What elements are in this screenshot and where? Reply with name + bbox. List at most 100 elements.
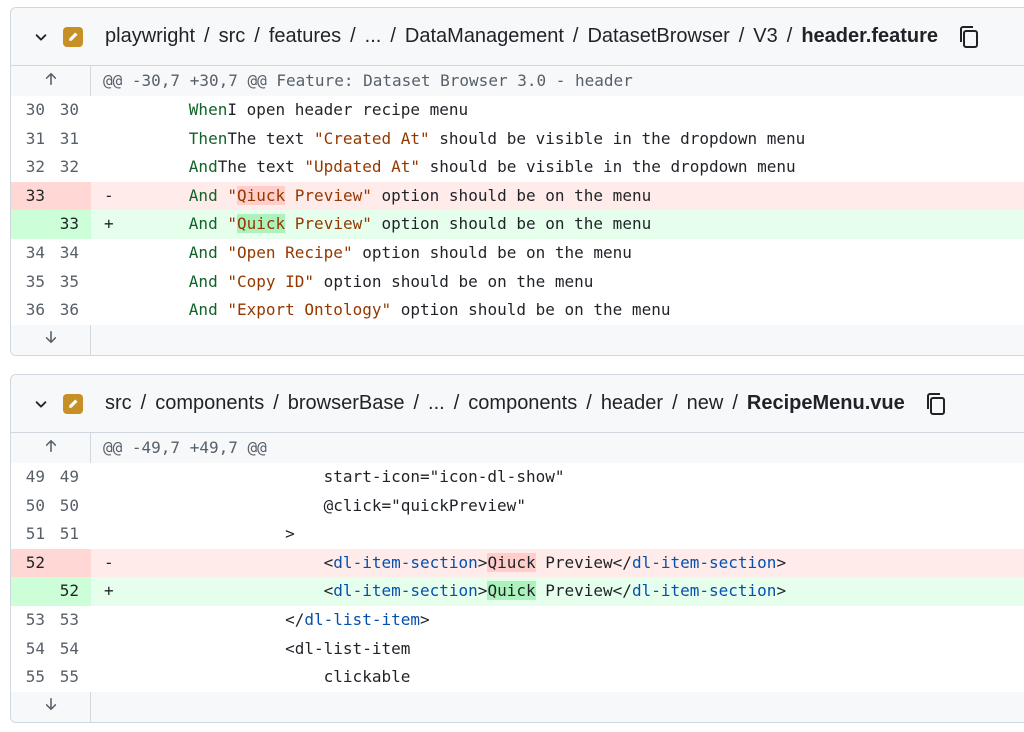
old-line-number[interactable]: 49 — [25, 467, 45, 486]
old-line-number[interactable]: 34 — [25, 242, 45, 262]
path-segment[interactable]: DataManagement — [404, 25, 564, 47]
code-token: dl-item-section — [631, 581, 777, 601]
path-segment[interactable]: components — [155, 392, 265, 414]
new-line-number[interactable]: 49 — [59, 467, 79, 486]
path-segment[interactable]: ... — [428, 392, 445, 414]
new-line-number[interactable]: 50 — [59, 495, 79, 515]
new-line-number[interactable]: 33 — [59, 214, 79, 234]
path-segment[interactable]: ... — [364, 25, 382, 47]
old-line-number[interactable]: 54 — [25, 638, 45, 658]
new-line-number[interactable] — [51, 182, 91, 211]
code-token: dl-list-item — [304, 609, 420, 629]
diff-marker — [91, 153, 131, 182]
path-separator: / — [413, 392, 420, 414]
diff-line: 49 49 start-icon="icon-dl-show" — [11, 463, 1024, 492]
new-line-number[interactable]: 34 — [59, 242, 79, 262]
new-line-number[interactable]: 51 — [59, 524, 79, 544]
old-line-number[interactable]: 36 — [25, 300, 45, 320]
expand-footer-fill — [91, 691, 1024, 722]
line-numbers: 35 35 — [11, 267, 91, 297]
code-token — [218, 243, 228, 262]
code-token: Quick — [236, 214, 286, 234]
path-segment[interactable]: features — [268, 25, 342, 47]
code-token: Preview" — [285, 214, 372, 234]
new-line-number[interactable]: 32 — [59, 157, 79, 177]
new-line-number[interactable]: 31 — [59, 128, 79, 148]
new-line-number[interactable]: 54 — [59, 638, 79, 658]
copy-icon[interactable] — [958, 25, 980, 49]
code-indent — [131, 243, 189, 262]
path-segment[interactable]: components — [468, 392, 578, 414]
diff-marker: - — [91, 181, 131, 211]
code-line: And "Copy ID" option should be on the me… — [131, 268, 1024, 297]
path-segment[interactable]: new — [686, 392, 724, 414]
old-line-number[interactable]: 30 — [25, 100, 45, 119]
path-separator: / — [572, 25, 579, 47]
code-token: "Created At" — [314, 128, 430, 148]
new-line-number[interactable] — [51, 549, 91, 578]
new-line-number[interactable]: 35 — [59, 271, 79, 291]
old-line-number[interactable]: 55 — [25, 667, 45, 687]
expand-up-button[interactable] — [11, 66, 91, 96]
new-line-number[interactable]: 30 — [59, 100, 79, 119]
code-token: Qiuck — [487, 552, 536, 572]
file-name[interactable]: header.feature — [801, 25, 939, 47]
expand-footer-fill — [91, 324, 1024, 355]
code-indent — [131, 100, 189, 119]
diff-file-header-feature: playwright/src/features/.../DataManageme… — [10, 7, 1024, 356]
code-line: <dl-list-item — [131, 635, 1024, 664]
path-separator: / — [390, 25, 396, 47]
path-segment[interactable]: V3 — [753, 25, 778, 47]
code-token: > — [477, 552, 488, 572]
code-token: "Copy ID" — [227, 271, 315, 291]
old-line-number[interactable]: 51 — [25, 524, 45, 544]
path-segment[interactable]: playwright — [105, 25, 196, 47]
expand-down-button[interactable] — [11, 324, 91, 355]
diff-marker — [91, 606, 131, 635]
expand-down-button[interactable] — [11, 691, 91, 722]
path-segment[interactable]: src — [218, 25, 246, 47]
chevron-down-icon[interactable] — [29, 397, 53, 411]
old-line-number[interactable] — [11, 210, 51, 239]
diff-marker — [91, 520, 131, 549]
path-segment[interactable]: header — [600, 392, 664, 414]
code-token: The text — [227, 128, 315, 148]
path-segment[interactable]: DatasetBrowser — [587, 25, 730, 47]
old-line-number[interactable]: 52 — [25, 552, 45, 572]
new-line-number[interactable]: 55 — [59, 667, 79, 687]
expand-up-button[interactable] — [11, 433, 91, 463]
old-line-number[interactable]: 32 — [25, 157, 45, 177]
chevron-down-icon[interactable] — [29, 30, 53, 44]
file-name[interactable]: RecipeMenu.vue — [746, 392, 905, 414]
new-line-number[interactable]: 52 — [59, 581, 79, 601]
code-indent — [131, 524, 285, 543]
code-token: should be visible in the dropdown menu — [429, 128, 806, 148]
old-line-number[interactable]: 35 — [25, 271, 45, 291]
code-token: should be visible in the dropdown menu — [420, 157, 796, 177]
code-indent — [131, 581, 324, 600]
expand-footer — [11, 324, 1024, 355]
arrow-up-icon — [44, 66, 58, 96]
code-token: start-icon="icon-dl-show" — [323, 467, 565, 486]
new-line-number[interactable]: 53 — [59, 609, 79, 629]
code-token: > — [477, 581, 488, 601]
old-line-number[interactable]: 33 — [25, 185, 45, 205]
old-line-number[interactable]: 50 — [25, 495, 45, 515]
path-segment[interactable]: src — [105, 392, 132, 414]
code-token: Preview" — [285, 185, 372, 205]
new-line-number[interactable]: 36 — [59, 300, 79, 320]
line-numbers: 55 55 — [11, 663, 91, 692]
old-line-number[interactable]: 53 — [25, 609, 45, 629]
old-line-number[interactable] — [11, 577, 51, 606]
copy-icon[interactable] — [925, 392, 947, 416]
code-token — [218, 272, 228, 291]
path-segment[interactable]: browserBase — [287, 392, 405, 414]
code-token: " — [227, 214, 237, 234]
code-token: And — [188, 271, 218, 291]
line-numbers: 49 49 — [11, 463, 91, 492]
file-header: src/components/browserBase/.../component… — [11, 375, 1024, 433]
old-line-number[interactable]: 31 — [25, 128, 45, 148]
code-token: "Updated At" — [304, 157, 420, 177]
